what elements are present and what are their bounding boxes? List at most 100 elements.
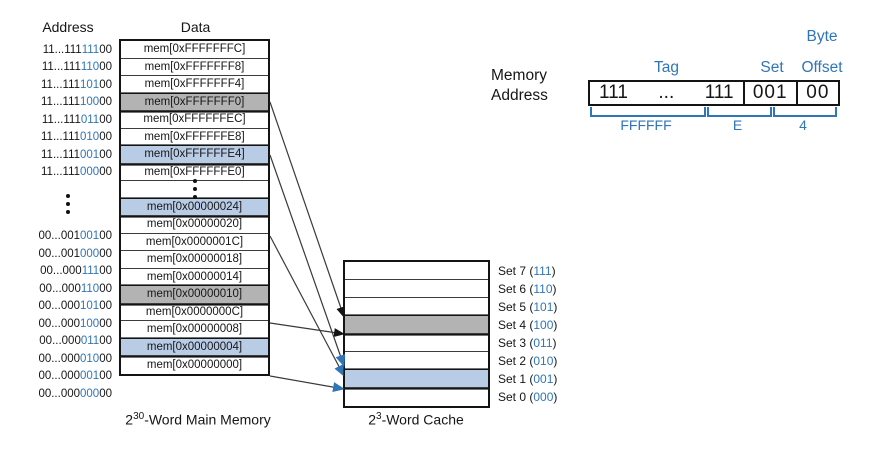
tag-bits-right: 111: [704, 82, 734, 103]
addr-tag-bits: 11...111: [41, 113, 81, 126]
cache-set-labels: Set 7 (111) Set 6 (110) Set 5 (101) Set …: [498, 262, 608, 406]
memory-cell-text: mem[0x00000004]: [146, 340, 243, 353]
memory-cell-text: mem[0x00000008]: [146, 323, 243, 336]
set-bits: 111: [533, 264, 552, 278]
low-hex-bracket: [773, 107, 837, 117]
addr-set-bits: 111: [81, 43, 100, 56]
offset-bits-value: 00: [806, 82, 830, 103]
addr-offset-bits: 00: [99, 317, 112, 330]
cache-row-highlight-gray: [345, 316, 488, 334]
memory-row: mem[0x00000018]: [121, 251, 268, 269]
set-bits: 010: [533, 354, 554, 368]
cache-row: [345, 388, 488, 406]
addr-set-bits: 001: [80, 148, 100, 161]
addr-set-bits: 010: [80, 352, 100, 365]
addr-tag-bits: 00...001: [38, 247, 81, 260]
memory-row: mem[0x00000014]: [121, 268, 268, 286]
addr-set-bits: 010: [80, 131, 100, 144]
addr-offset-bits: 00: [99, 300, 112, 313]
caption-rest: -Word Main Memory: [144, 411, 271, 428]
memory-row-highlight-gray: mem[0x00000010]: [121, 286, 268, 304]
set-suffix: ): [553, 354, 558, 368]
cache-set-label: Set 2 (010): [498, 352, 608, 370]
addr-tag-bits: 11...111: [42, 43, 82, 56]
memory-cell-text: mem[0x0000001C]: [145, 235, 244, 248]
hex-low-value: 4: [799, 117, 807, 133]
memory-cell-text: mem[0xFFFFFFE8]: [144, 130, 245, 143]
addr-offset-bits: 00: [99, 61, 112, 74]
addr-tag-bits: 00...000: [40, 265, 82, 278]
cache-row: [345, 298, 488, 316]
addr-offset-bits: 00: [99, 247, 112, 260]
caption-base: 2: [125, 411, 134, 428]
cache-table: [343, 260, 490, 408]
set-suffix: ): [551, 264, 556, 278]
cache-set-label: Set 4 (100): [498, 316, 608, 334]
cache-row: [345, 280, 488, 298]
addr-set-bits: 101: [80, 300, 100, 313]
set-bits-value: 001: [752, 82, 788, 103]
mapping-arrow-00000024-to-set1: [269, 235, 345, 377]
set-field-cell: 001: [742, 82, 796, 104]
memory-address-label: Memory Address: [491, 66, 548, 106]
memory-cell-text: mem[0x00000024]: [146, 200, 243, 213]
main-memory-caption: 230-Word Main Memory: [78, 411, 318, 428]
memory-row-highlight-blue: mem[0xFFFFFFE4]: [121, 146, 268, 164]
mapping-arrow-00000010-to-set4: [269, 322, 345, 337]
addr-tag-bits: 00...000: [39, 335, 81, 348]
addr-set-bits: 100: [80, 317, 100, 330]
set-name: Set 3 (: [498, 336, 534, 350]
memory-row: mem[0xFFFFFFFC]: [121, 41, 268, 59]
addr-set-bits: 000: [80, 387, 100, 400]
memory-row-highlight-blue: mem[0x00000024]: [121, 198, 268, 216]
memory-row: mem[0x0000000C]: [121, 303, 268, 321]
addr-tag-bits: 11...111: [41, 166, 81, 179]
set-bits: 000: [533, 390, 554, 404]
addr-offset-bits: 00: [99, 43, 112, 56]
cache-set-label: Set 0 (000): [498, 388, 608, 406]
addr-offset-bits: 00: [99, 166, 112, 179]
caption-exponent: 3: [376, 411, 382, 422]
cache-caption: 23-Word Cache: [336, 411, 496, 428]
addr-set-bits: 110: [80, 61, 100, 74]
memory-cell-text: mem[0xFFFFFFF8]: [144, 60, 245, 73]
memory-cell-text: mem[0x00000014]: [146, 270, 243, 283]
data-column-header: Data: [180, 19, 211, 35]
addr-offset-bits: 00: [99, 352, 112, 365]
addr-tag-bits: 11...111: [41, 61, 81, 74]
addr-tag-bits: 00...000: [38, 300, 81, 313]
memory-row: mem[0x0000001C]: [121, 233, 268, 251]
set-bits: 011: [533, 336, 553, 350]
addr-tag-bits: 00...000: [39, 282, 81, 295]
addr-offset-bits: 00: [99, 370, 112, 383]
addr-tag-bits: 11...111: [41, 148, 81, 161]
caption-rest: -Word Cache: [381, 411, 464, 428]
addr-offset-bits: 00: [99, 387, 112, 400]
set-bits: 101: [533, 300, 554, 314]
memory-cell-text: mem[0xFFFFFFF4]: [144, 78, 245, 91]
cache-row-highlight-blue: [345, 370, 488, 388]
memory-row: mem[0x00000000]: [121, 356, 268, 374]
cache-set-label: Set 3 (011): [498, 334, 608, 352]
memory-cell-text: mem[0x00000000]: [146, 358, 243, 371]
addr-tag-bits: 11...111: [41, 78, 81, 91]
addr-set-bits: 001: [80, 370, 100, 383]
addr-tag-bits: 00...001: [38, 230, 81, 243]
byte-field-label: Byte: [806, 28, 838, 45]
set-bits: 110: [533, 282, 553, 296]
hex-mid-value: E: [732, 117, 743, 133]
set-suffix: ): [552, 282, 557, 296]
memory-cell-text: mem[0x00000018]: [146, 253, 243, 266]
